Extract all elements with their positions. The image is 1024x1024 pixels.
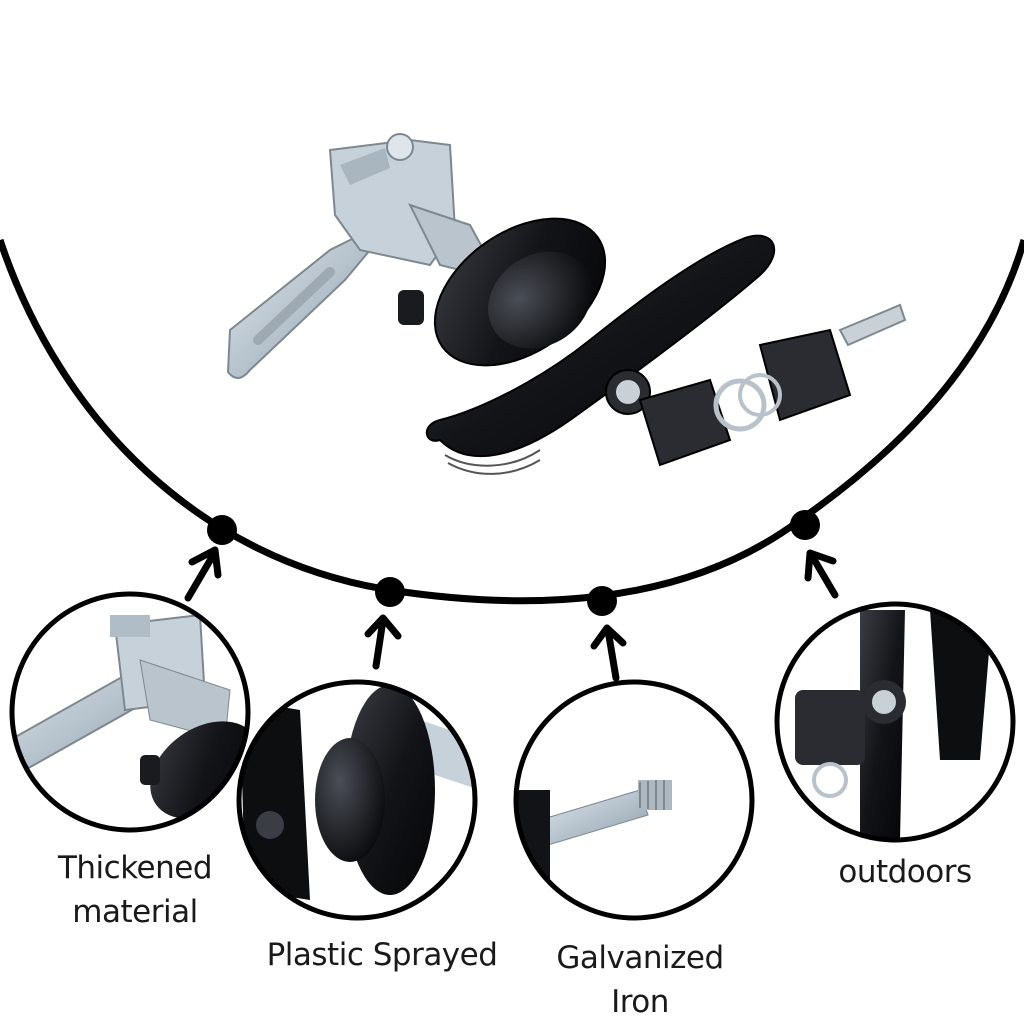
label-galvanized-iron: Galvanized Iron bbox=[540, 936, 740, 1024]
key-icon bbox=[638, 303, 907, 467]
connector-arc bbox=[0, 238, 1024, 605]
label-line: Plastic Sprayed bbox=[266, 937, 498, 973]
detail-outdoors bbox=[774, 601, 1016, 843]
label-line: Galvanized bbox=[556, 940, 724, 976]
t-handle-lock-icon bbox=[226, 133, 907, 475]
arrow-up-icon bbox=[184, 546, 222, 602]
detail-galvanized-iron bbox=[513, 679, 755, 921]
bolt-icon bbox=[638, 780, 672, 810]
arc-dot-1 bbox=[207, 515, 237, 545]
label-line: Thickened bbox=[57, 850, 213, 886]
arrow-up-icon bbox=[590, 624, 627, 682]
arrow-up-icon bbox=[364, 614, 402, 670]
label-line: Iron bbox=[611, 984, 669, 1020]
label-plastic-sprayed: Plastic Sprayed bbox=[262, 933, 502, 977]
arc-dot-4 bbox=[790, 510, 820, 540]
label-thickened-material: Thickened material bbox=[40, 846, 230, 934]
detail-plastic-sprayed bbox=[236, 679, 478, 921]
arc-dot-2 bbox=[375, 577, 405, 607]
arc-dot-3 bbox=[587, 586, 617, 616]
label-line: material bbox=[72, 894, 198, 930]
arrow-up-icon bbox=[804, 549, 839, 599]
detail-thickened-material bbox=[9, 591, 251, 833]
label-line: outdoors bbox=[838, 854, 972, 890]
label-outdoors: outdoors bbox=[820, 850, 990, 894]
